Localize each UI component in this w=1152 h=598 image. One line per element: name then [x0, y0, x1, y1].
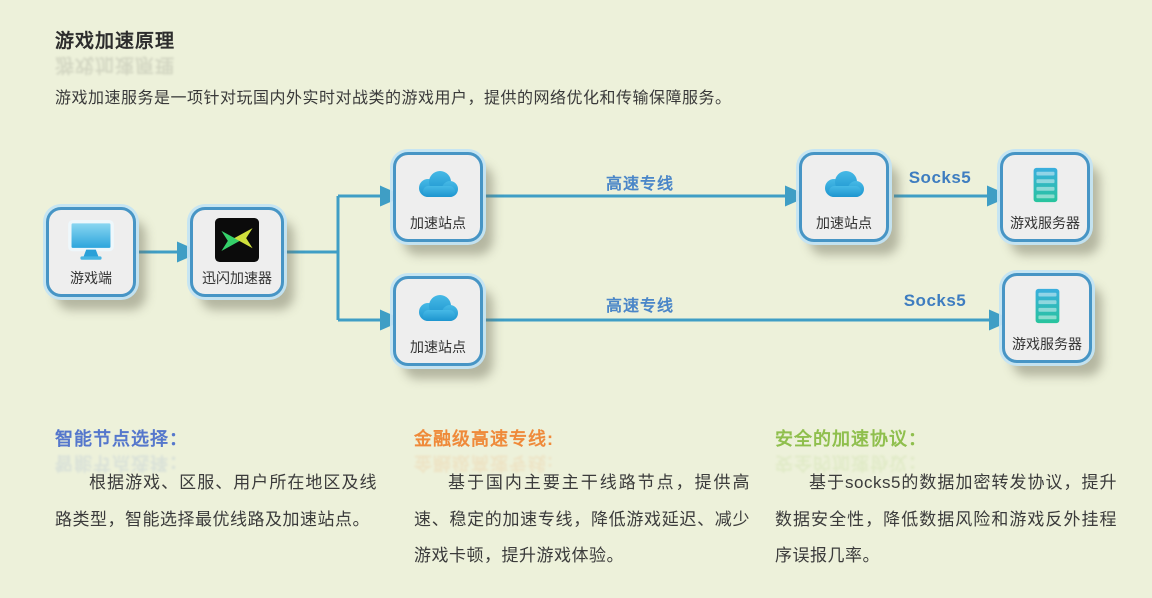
cloud-icon: [802, 155, 886, 215]
server-icon: [1003, 155, 1087, 215]
diagram-node-accelerator: 迅闪加速器: [190, 207, 284, 297]
edge-label-socks5-top: Socks5: [908, 168, 972, 187]
node-label: 迅闪加速器: [202, 270, 272, 286]
feature-heading: 安全的加速协议：: [775, 429, 927, 449]
node-label: 加速站点: [410, 339, 466, 355]
header: 游戏加速原理 游戏加速原理: [55, 26, 176, 75]
edge-label-highspeed-top: 高速专线: [605, 176, 674, 193]
feature-body: 基于国内主要主干线路节点，提供高速、稳定的加速专线，降低游戏延迟、减少游戏卡顿，…: [414, 473, 750, 565]
node-label: 游戏端: [70, 270, 112, 286]
cloud-icon: [396, 155, 480, 215]
feature-body: 基于socks5的数据加密转发协议，提升数据安全性，降低数据风险和游戏反外挂程序…: [775, 473, 1117, 565]
node-label: 游戏服务器: [1010, 215, 1080, 231]
xunshan-logo-icon: [193, 210, 281, 270]
server-icon: [1005, 276, 1089, 336]
page-title: 游戏加速原理: [55, 31, 176, 52]
feature-financial-grade-line: 金融级高速专线: 金融级高速专线: 基于国内主要主干线路节点，提供高速、稳定的加…: [414, 425, 750, 575]
feature-heading: 金融级高速专线:: [414, 429, 554, 449]
monitor-icon: [49, 210, 133, 270]
feature-smart-node-selection: 智能节点选择： 智能节点选择： 根据游戏、区服、用户所在地区及线路类型，智能选择…: [55, 425, 377, 538]
page-title-reflection: 游戏加速原理: [55, 54, 176, 75]
node-label: 游戏服务器: [1012, 336, 1082, 352]
node-label: 加速站点: [816, 215, 872, 231]
diagram-node-game-client: 游戏端: [46, 207, 136, 297]
edge-label-highspeed-bottom: 高速专线: [605, 298, 674, 315]
cloud-icon: [396, 279, 480, 339]
diagram-node-server-bottom: 游戏服务器: [1002, 273, 1092, 363]
page-subtitle: 游戏加速服务是一项针对玩国内外实时对战类的游戏用户，提供的网络优化和传输保障服务…: [55, 90, 732, 107]
diagram-node-server-top: 游戏服务器: [1000, 152, 1090, 242]
diagram-node-accel-remote: 加速站点: [799, 152, 889, 242]
feature-heading: 智能节点选择：: [55, 429, 188, 449]
feature-secure-protocol: 安全的加速协议： 安全的加速协议： 基于socks5的数据加密转发协议，提升数据…: [775, 425, 1117, 575]
feature-body: 根据游戏、区服、用户所在地区及线路类型，智能选择最优线路及加速站点。: [55, 473, 377, 529]
diagram-node-accel-bottom: 加速站点: [393, 276, 483, 366]
edge-label-socks5-bottom: Socks5: [903, 291, 967, 310]
node-label: 加速站点: [410, 215, 466, 231]
diagram-node-accel-top: 加速站点: [393, 152, 483, 242]
